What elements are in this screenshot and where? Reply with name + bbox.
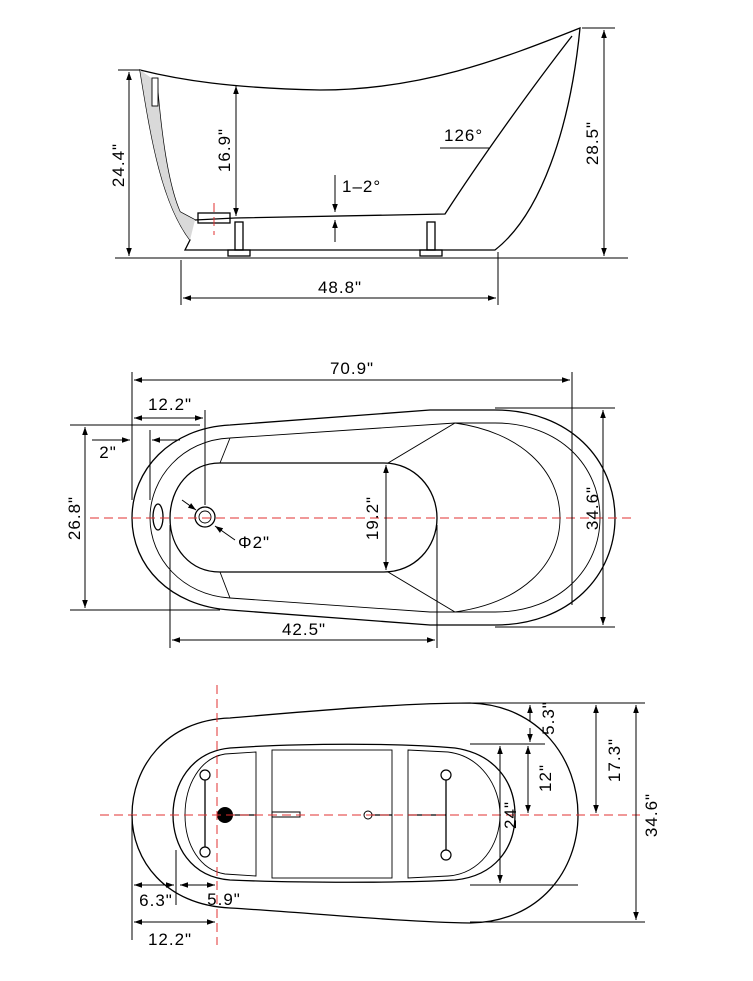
base-length-label: 48.8" [318, 278, 362, 297]
edge-to-feet-label: 5.3" [539, 701, 558, 735]
tub-inner-wall [156, 35, 573, 221]
interior-width-label: 19.2" [363, 496, 382, 540]
feet-half-spacing-label: 12" [536, 764, 555, 792]
overall-length-label: 70.9" [330, 359, 374, 378]
end-offset-label: 6.3" [139, 891, 173, 910]
top-view: 70.9" 12.2" 2" 26.8" Φ2" 19.2" 42.5" 34.… [65, 359, 635, 648]
feet-spacing-label: 24" [501, 801, 520, 829]
tub-outer-shell [139, 26, 581, 251]
tub-base-outline [172, 743, 516, 883]
rim-thickness-label: 2" [99, 443, 117, 462]
drain-offset-label: 12.2" [148, 395, 192, 414]
rim-height-label: 24.4" [109, 143, 128, 187]
wall-section [140, 70, 195, 240]
bottom-view: 5.3" 12" 24" 17.3" 34.6" 6.3" 5.9" 12.2" [100, 685, 661, 949]
panel-right [407, 749, 501, 879]
drain-to-feet-label: 5.9" [207, 890, 241, 909]
floor-slope-label: 1–2° [342, 177, 381, 196]
overall-width-label: 34.6" [583, 486, 602, 530]
foot-left [227, 221, 251, 257]
drain-diameter-label: Φ2" [238, 533, 270, 552]
width-drain-end-label: 26.8" [65, 496, 84, 540]
drain-dot [217, 807, 233, 823]
half-width-label: 17.3" [605, 738, 624, 782]
overflow-slot [151, 77, 159, 107]
drain-offset-label-bottom: 12.2" [148, 930, 192, 949]
interior-depth-label: 16.9" [215, 128, 234, 172]
tub-floor [169, 462, 438, 573]
overflow-oval [152, 503, 164, 531]
foot-right [419, 221, 443, 257]
foot-assembly-left [199, 769, 211, 858]
back-angle-label: 126° [444, 126, 483, 145]
interior-length-label: 42.5" [282, 620, 326, 639]
overall-width-label-bottom: 34.6" [642, 793, 661, 837]
drain-circle [194, 506, 216, 528]
tub-outer-outline [131, 409, 616, 626]
side-view: 24.4" 16.9" 1–2° 126° 28.5" 48.8" [109, 26, 628, 305]
total-height-label: 28.5" [583, 121, 602, 165]
tub-rim-inner [149, 422, 601, 613]
